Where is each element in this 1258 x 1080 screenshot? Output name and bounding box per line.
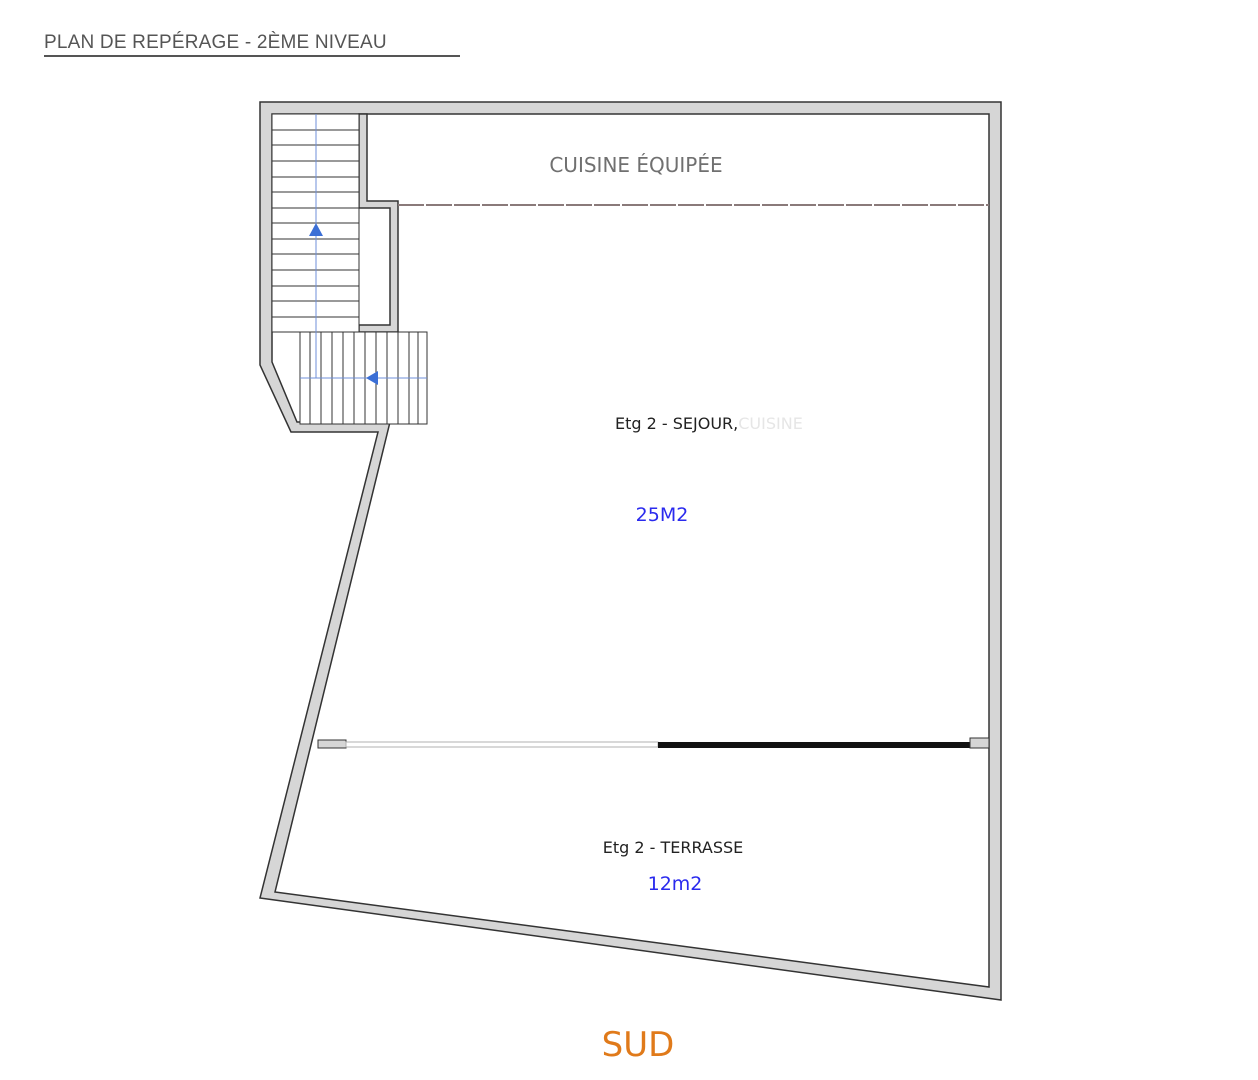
- orientation-label: SUD: [602, 1025, 675, 1065]
- outer-walls: [259, 101, 1002, 1001]
- terrace-sliding-door: [317, 737, 990, 749]
- terrace-label: Etg 2 - TERRASSE: [603, 838, 744, 857]
- stair-up-arrow-icon: [309, 223, 323, 236]
- stair-direction-path: [300, 114, 427, 379]
- title-underline: [44, 55, 460, 57]
- terrace-area: 12m2: [648, 873, 703, 895]
- living-room-area: 25M2: [636, 504, 689, 526]
- stair-wall: [358, 113, 399, 333]
- living-room-label-faded: CUISINE: [738, 414, 803, 433]
- living-room-label: Etg 2 - SEJOUR,CUISINE: [615, 414, 803, 433]
- plan-title: PLAN DE REPÉRAGE - 2ÈME NIVEAU: [44, 32, 387, 53]
- kitchen-label: CUISINE ÉQUIPÉE: [549, 153, 722, 177]
- living-room-label-main: Etg 2 - SEJOUR,: [615, 414, 738, 433]
- stair-left-arrow-icon: [366, 371, 378, 385]
